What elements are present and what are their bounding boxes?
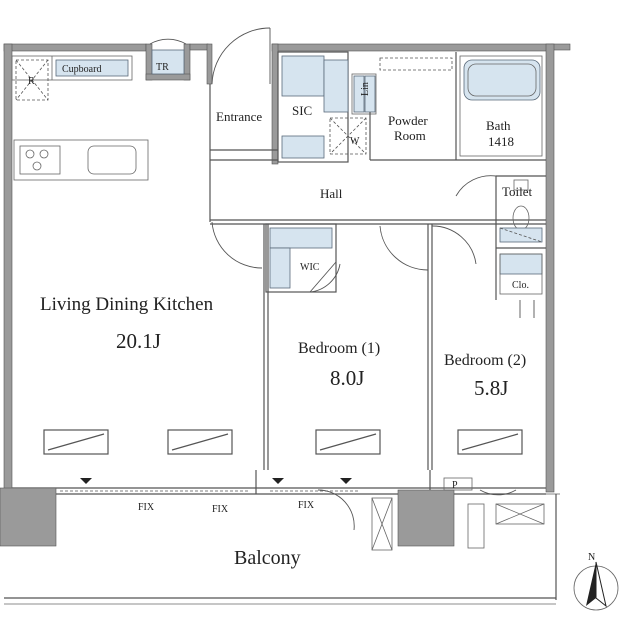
column-center — [397, 489, 455, 547]
compass-icon: N — [573, 552, 619, 611]
outer-walls — [3, 43, 571, 493]
room-label-sic: SIC — [292, 103, 312, 118]
room-label-cupboard: Cupboard — [62, 64, 101, 75]
room-label-bath-size: 1418 — [488, 134, 514, 149]
room-label-entrance: Entrance — [216, 109, 262, 124]
column-left — [0, 487, 57, 547]
room-label-toilet: Toilet — [502, 184, 533, 199]
fix-window-label-2: FIX — [212, 504, 229, 515]
room-label-balcony: Balcony — [234, 547, 301, 569]
room-label-tr: TR — [156, 62, 169, 73]
room-label-bedroom-1: Bedroom (1) — [298, 340, 380, 357]
room-label-hall: Hall — [320, 186, 343, 201]
room-label-powder-line2: Room — [394, 128, 426, 143]
fix-window-label-1: FIX — [138, 502, 155, 513]
room-label-bath: Bath — [486, 118, 511, 133]
room-label-pipe: P — [452, 480, 458, 491]
room-label-bedroom-2: Bedroom (2) — [444, 352, 526, 369]
room-label-washer: W — [350, 136, 360, 147]
window-markers — [43, 429, 523, 455]
room-label-powder-line1: Powder — [388, 113, 428, 128]
pipe-shaft — [443, 477, 473, 491]
window-wall — [12, 470, 546, 495]
room-label-linen: Lin — [360, 82, 371, 96]
room-label-refrigerator: R — [28, 76, 35, 87]
room-area-ldk: 20.1J — [116, 329, 161, 353]
room-label-closet: Clo. — [512, 280, 529, 291]
interior-walls — [11, 49, 546, 470]
compass-label: N — [588, 552, 595, 563]
room-label-ldk: Living Dining Kitchen — [40, 294, 214, 315]
room-label-wic: WIC — [300, 262, 320, 273]
doors — [149, 27, 535, 531]
balcony-units — [4, 493, 560, 605]
fix-window-label-3: FIX — [298, 500, 315, 511]
room-area-bedroom-2: 5.8J — [474, 376, 508, 400]
room-area-bedroom-1: 8.0J — [330, 366, 364, 390]
